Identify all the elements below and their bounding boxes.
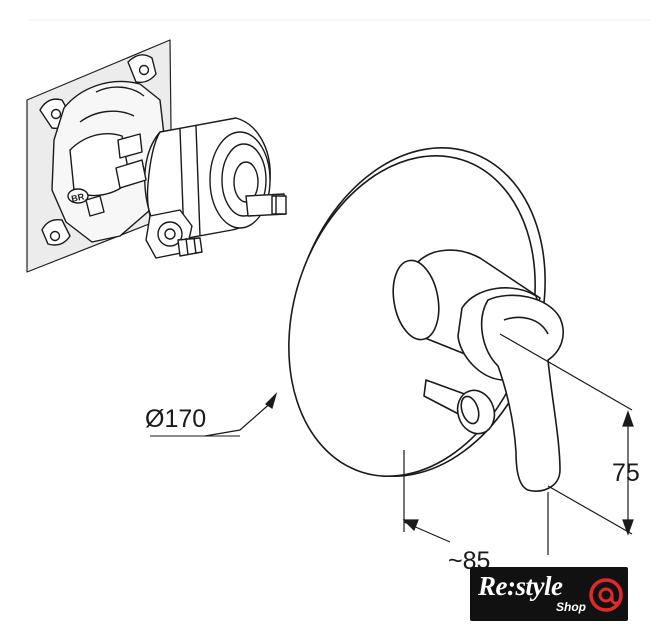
dimension-lines bbox=[150, 333, 634, 555]
fitting bbox=[177, 237, 203, 257]
height-label: 75 bbox=[612, 459, 640, 487]
height-ext-bottom bbox=[547, 485, 633, 535]
height-ext-top bbox=[499, 333, 633, 411]
diameter-arrow bbox=[265, 391, 278, 409]
restyle-shop-logo: Re:style Shop bbox=[470, 567, 628, 621]
logo-wordmark: Re:style bbox=[478, 571, 563, 601]
depth-arrow-left bbox=[402, 519, 419, 532]
svg-text:BR: BR bbox=[70, 191, 85, 204]
height-arrow-bottom bbox=[622, 519, 634, 536]
logo-subtext: Shop bbox=[556, 600, 586, 614]
diameter-label: Ø170 bbox=[145, 405, 207, 433]
concealed-body: BR bbox=[26, 39, 287, 273]
height-arrow-top bbox=[622, 410, 634, 427]
lever-handle bbox=[480, 294, 564, 492]
at-sign-icon bbox=[589, 578, 623, 612]
trim-set bbox=[288, 147, 564, 492]
diameter-leader bbox=[204, 399, 275, 437]
